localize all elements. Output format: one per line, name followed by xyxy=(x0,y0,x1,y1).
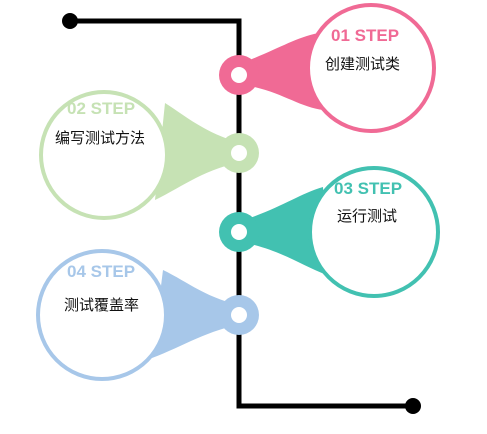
step-2-number: 02 STEP xyxy=(67,99,136,118)
step-1-node-hole xyxy=(231,67,247,83)
timeline-end-dot xyxy=(405,398,421,414)
step-1-label: 创建测试类 xyxy=(325,55,401,73)
step-4-bubble xyxy=(36,249,259,381)
step-1-bubble-circle xyxy=(306,3,436,133)
step-4-label: 测试覆盖率 xyxy=(64,296,140,314)
step-3-bubble xyxy=(219,166,440,298)
step-4-node-hole xyxy=(231,307,247,323)
step-3-bubble-circle xyxy=(308,166,440,298)
step-1-connector xyxy=(231,33,324,110)
step-3-connector xyxy=(231,187,327,275)
step-3-number: 03 STEP xyxy=(334,179,403,198)
step-4-number: 04 STEP xyxy=(67,262,136,281)
step-3-node-hole xyxy=(231,224,247,240)
step-1-bubble xyxy=(219,3,436,133)
step-4-bubble-circle xyxy=(36,249,168,381)
step-3-label: 运行测试 xyxy=(337,207,398,225)
step-2-connector xyxy=(155,103,247,200)
step-2-label: 编写测试方法 xyxy=(55,129,146,147)
timeline-start-dot xyxy=(62,13,78,29)
step-4-connector xyxy=(152,270,247,358)
step-1-number: 01 STEP xyxy=(331,26,400,45)
step-2-bubble-circle xyxy=(39,90,169,220)
step-2-bubble xyxy=(39,90,259,220)
step-2-node-hole xyxy=(231,145,247,161)
